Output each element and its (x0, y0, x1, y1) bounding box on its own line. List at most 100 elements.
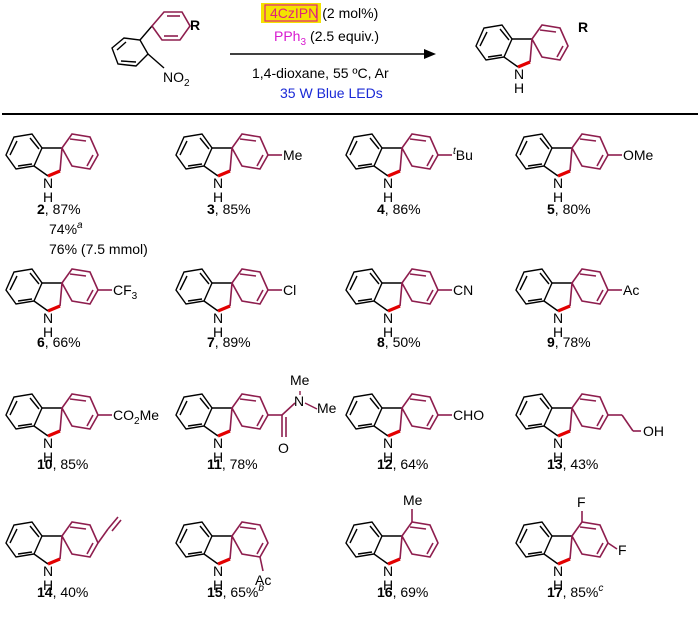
carbazole-structure (4, 520, 100, 566)
reactant-structure (111, 11, 191, 69)
amide-me2: Me (317, 400, 337, 416)
compound-label: 5, 80% (547, 201, 591, 217)
substituent-label: Me (403, 492, 423, 508)
nh-n-label: N (43, 175, 53, 191)
reaction-conditions: 1,4-dioxane, 55 ºC, Ar (252, 65, 389, 81)
nh-n-label: N (213, 175, 223, 191)
compound-label: 7, 89% (207, 334, 251, 350)
nh-h-label: H (213, 189, 223, 205)
nh-h-label: H (213, 577, 223, 593)
reaction-arrow-head (424, 49, 436, 59)
substituent-label: CF3 (113, 282, 138, 302)
vinyl-bond (97, 528, 109, 544)
catalyst-name: 4CzIPN (270, 5, 318, 21)
carbazole-structure (514, 267, 610, 313)
amide-me1: Me (290, 372, 310, 388)
reactant-nitro: NO2 (163, 69, 190, 89)
nh-h-label: H (43, 449, 53, 465)
carbazole-structure (514, 392, 610, 438)
nh-h-label: H (553, 577, 563, 593)
compound-label: 2, 87% (37, 201, 81, 217)
nh-h-label: H (383, 577, 393, 593)
nh-h-label: H (383, 324, 393, 340)
nh-n-label: N (43, 310, 53, 326)
nh-h-label: H (383, 189, 393, 205)
carbazole-structure (4, 392, 100, 438)
reagent-name: PPh (274, 28, 300, 44)
amide-n: N (294, 393, 304, 409)
substituent-label: CO2Me (113, 407, 159, 427)
compound-label: 16, 69% (377, 584, 428, 600)
substituent-label: OMe (623, 147, 654, 163)
carbazole-structure (4, 267, 100, 313)
nh-h-label: H (553, 449, 563, 465)
compound-label: 14, 40% (37, 584, 88, 600)
compound-label: 4, 86% (377, 201, 421, 217)
nh-n-label: N (43, 563, 53, 579)
substituent-label: Ac (623, 282, 639, 298)
substituent-label: OH (643, 423, 664, 439)
nh-n-label: N (383, 563, 393, 579)
nh-n-label: N (213, 435, 223, 451)
carbazole-structure (344, 132, 440, 178)
substituent-label-2: F (618, 542, 627, 558)
nh-h-label: H (43, 324, 53, 340)
nh-n-label: N (213, 563, 223, 579)
carbazole-structure (344, 392, 440, 438)
nh-h-label: H (213, 449, 223, 465)
product-2: NH2, 87%74%a76% (7.5 mmol) (4, 132, 148, 257)
nh-n-label: N (553, 435, 563, 451)
product-7: NH Cl 7, 89% (174, 267, 296, 350)
carbazole-structure (4, 132, 100, 178)
yield-note-scale: 76% (7.5 mmol) (49, 241, 148, 257)
catalyst-box (264, 4, 318, 22)
product-h: H (514, 80, 524, 96)
substituent-label: Cl (283, 282, 296, 298)
compound-label: 15, 65%b (207, 583, 264, 600)
carbazole-structure (344, 267, 440, 313)
nh-n-label: N (213, 310, 223, 326)
nh-n-label: N (383, 175, 393, 191)
nh-h-label: H (383, 449, 393, 465)
nh-h-label: H (553, 189, 563, 205)
carbazole-structure (514, 520, 610, 566)
compound-label: 6, 66% (37, 334, 81, 350)
product-16: NH Me 16, 69% (344, 492, 440, 600)
amide-o: O (278, 440, 289, 456)
nh-n-label: N (383, 435, 393, 451)
product-6: NH CF3 6, 66% (4, 267, 138, 350)
substituent-label: tBu (453, 146, 473, 163)
carbazole-structure (174, 267, 270, 313)
svg-text:PPh3(2.5 equiv.): PPh3(2.5 equiv.) (274, 28, 379, 48)
substituent-label: CHO (453, 407, 484, 423)
carbazole-structure (174, 392, 270, 438)
reactant-substituent: R (190, 17, 200, 33)
substituent-label: F (577, 494, 586, 510)
nh-n-label: N (553, 563, 563, 579)
nh-h-label: H (213, 324, 223, 340)
compound-label: 9, 78% (547, 334, 591, 350)
nh-n-label: N (383, 310, 393, 326)
nh-h-label: H (553, 324, 563, 340)
nh-h-label: H (43, 577, 53, 593)
compound-label: 8, 50% (377, 334, 421, 350)
light-source: 35 W Blue LEDs (280, 85, 383, 101)
carbazole-structure (174, 132, 270, 178)
substituent-label: Ac (255, 572, 271, 588)
yield-note: 74%a (49, 220, 83, 237)
compound-label: 11, 78% (207, 456, 258, 472)
reagent-amount: (2.5 equiv.) (310, 28, 379, 44)
carbazole-structure (174, 520, 270, 566)
carbazole-structure (344, 520, 440, 566)
svg-text:4CzIPN(2 mol%): 4CzIPN(2 mol%) (270, 5, 378, 21)
amide-bond (281, 402, 296, 416)
